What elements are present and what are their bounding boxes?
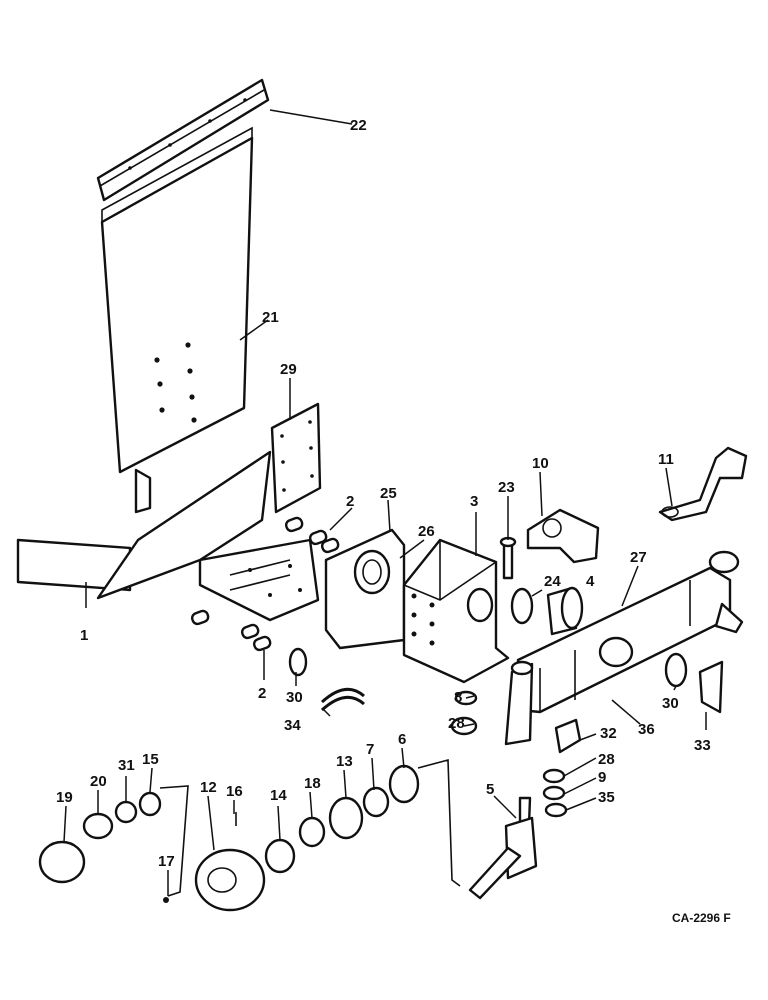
callout-20: 20 bbox=[90, 773, 107, 790]
callout-12: 12 bbox=[200, 779, 217, 796]
part-shield-panel bbox=[100, 126, 254, 474]
callout-16: 16 bbox=[226, 783, 243, 800]
callout-23: 23 bbox=[498, 479, 515, 496]
callout-5: 5 bbox=[486, 781, 494, 798]
part-pin bbox=[499, 536, 517, 580]
part-shield-strip bbox=[96, 78, 270, 202]
part-steering-arm bbox=[658, 446, 748, 522]
callout-33: 33 bbox=[694, 737, 711, 754]
callout-6: 6 bbox=[398, 731, 406, 748]
part-u-bolt bbox=[320, 687, 365, 712]
callout-31: 31 bbox=[118, 757, 135, 774]
callout-36: 36 bbox=[638, 721, 655, 738]
callout-8: 8 bbox=[454, 689, 462, 706]
callout-28b: 28 bbox=[598, 751, 615, 768]
part-spindle bbox=[468, 796, 538, 900]
callout-4: 4 bbox=[586, 573, 595, 590]
callout-11: 11 bbox=[658, 451, 674, 468]
callout-29: 29 bbox=[280, 361, 297, 378]
callout-3: 3 bbox=[470, 493, 478, 510]
part-hub-assembly bbox=[38, 758, 461, 912]
callout-24: 24 bbox=[544, 573, 561, 590]
callout-18: 18 bbox=[304, 775, 321, 792]
callout-27: 27 bbox=[630, 549, 647, 566]
callout-28a: 28 bbox=[448, 715, 465, 732]
callout-30b: 30 bbox=[662, 695, 679, 712]
part-pivot-bracket bbox=[526, 508, 600, 564]
part-bushings bbox=[190, 516, 340, 652]
part-spindle-sleeve bbox=[504, 660, 534, 746]
part-rings bbox=[510, 586, 584, 636]
callout-30a: 30 bbox=[286, 689, 303, 706]
part-small-brackets bbox=[288, 647, 724, 754]
callout-10: 10 bbox=[532, 455, 549, 472]
leader-lines bbox=[63, 109, 707, 896]
callout-17: 17 bbox=[158, 853, 175, 870]
callout-19: 19 bbox=[56, 789, 73, 806]
callout-26: 26 bbox=[418, 523, 435, 540]
callout-14: 14 bbox=[270, 787, 287, 804]
part-plate bbox=[270, 402, 322, 514]
callout-1: 1 bbox=[80, 627, 88, 644]
callout-35: 35 bbox=[598, 789, 615, 806]
callout-25: 25 bbox=[380, 485, 397, 502]
callout-2b: 2 bbox=[258, 685, 266, 702]
callout-22: 22 bbox=[350, 117, 367, 134]
callout-32: 32 bbox=[600, 725, 617, 742]
callout-labels: 22 21 29 2 25 26 3 23 10 11 27 24 4 1 2 … bbox=[56, 117, 711, 870]
callout-9: 9 bbox=[598, 769, 606, 786]
drawing-code: CA-2296 F bbox=[672, 911, 731, 925]
part-mounting-block bbox=[402, 538, 510, 684]
callout-21: 21 bbox=[262, 309, 279, 326]
callout-13: 13 bbox=[336, 753, 353, 770]
callout-7: 7 bbox=[366, 741, 374, 758]
callout-2a: 2 bbox=[346, 493, 354, 510]
part-front-support bbox=[16, 450, 320, 622]
callout-34: 34 bbox=[284, 717, 301, 734]
callout-15: 15 bbox=[142, 751, 159, 768]
part-washers bbox=[450, 690, 568, 818]
